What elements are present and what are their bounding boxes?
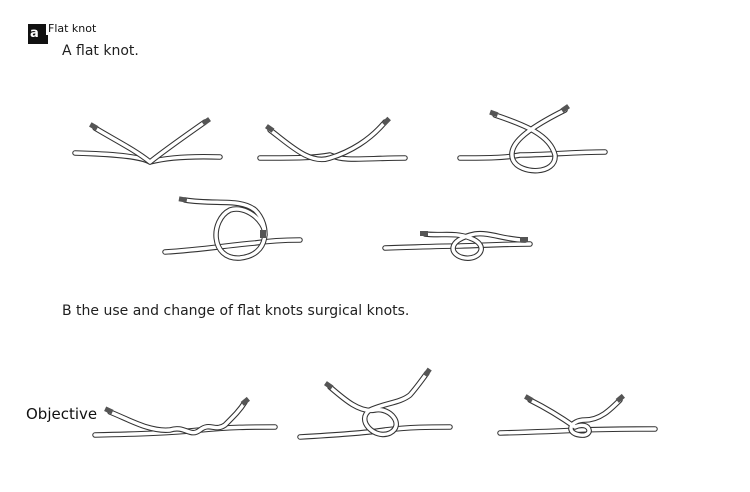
surgical-knot-2 [297,367,453,440]
side-label: Objective [26,405,98,423]
knot-step-4 [162,196,303,261]
figure-title: Flat knot [46,22,99,35]
knot-step-3 [457,104,608,174]
surgical-knot-3 [497,393,658,438]
figure-badge: a [28,24,48,44]
section-a-caption: A flat knot. [62,43,139,59]
section-b-caption: B the use and change of flat knots surgi… [62,303,410,319]
surgical-knot-1 [92,396,278,438]
knot-step-2 [257,116,408,163]
knot-step-1 [72,117,223,165]
knot-step-5 [382,230,533,261]
